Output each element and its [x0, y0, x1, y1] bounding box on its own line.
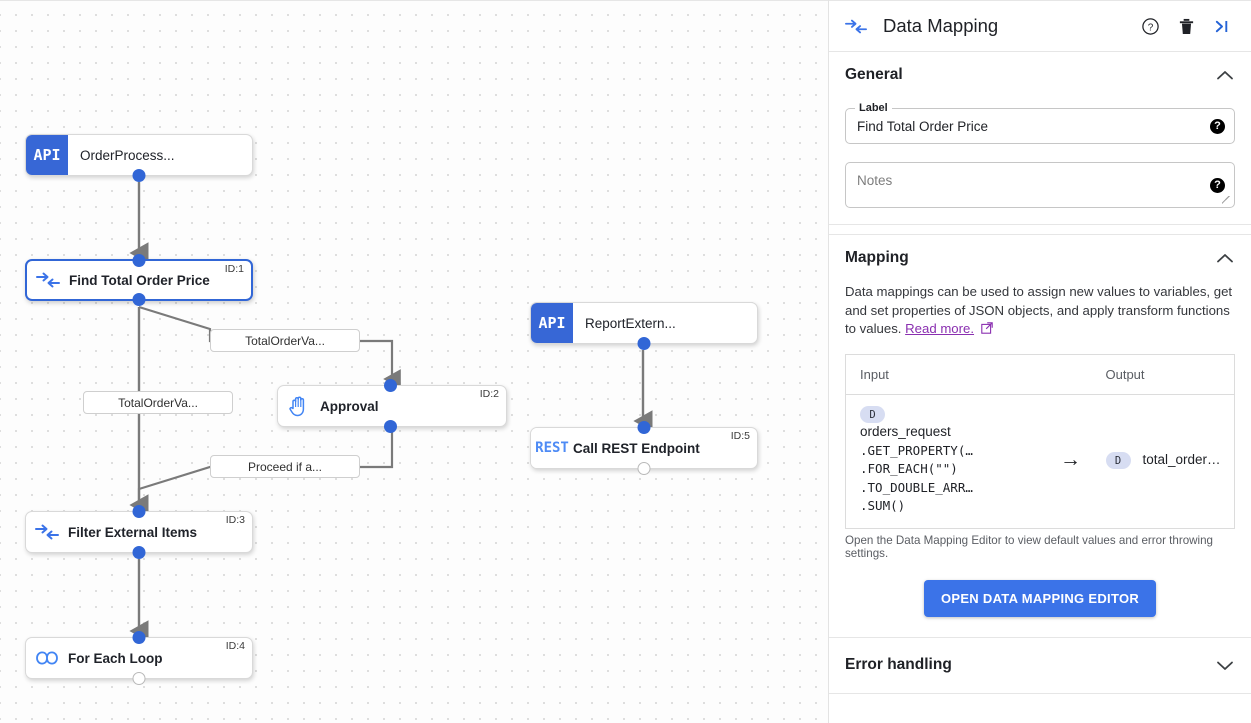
general-section-title: General: [845, 66, 903, 83]
node-reportextern[interactable]: API ReportExtern...: [530, 302, 758, 350]
chevron-up-icon[interactable]: [1215, 252, 1235, 265]
properties-panel: Data Mapping ?: [828, 0, 1251, 723]
output-type-badge: D: [1105, 452, 1131, 470]
column-header-output: Output: [1091, 354, 1235, 395]
data-mapping-icon: [27, 272, 69, 288]
notes-placeholder: Notes: [857, 173, 893, 188]
node-id: ID:4: [225, 640, 245, 652]
mapping-hint: Open the Data Mapping Editor to view def…: [845, 533, 1213, 560]
resize-handle[interactable]: [1222, 196, 1231, 205]
node-id: ID:5: [730, 430, 750, 442]
section-divider: [829, 692, 1251, 694]
node-output-port[interactable]: [132, 672, 146, 685]
input-expression: orders_request .GET_PROPERTY(… .FOR_EACH…: [860, 423, 1036, 516]
node-output-port[interactable]: [132, 169, 146, 182]
node-id: ID:3: [225, 514, 245, 526]
output-variable-name: total_order…: [1142, 451, 1221, 467]
mapping-input-cell[interactable]: D orders_request .GET_PROPERTY(… .FOR_EA…: [846, 394, 1036, 528]
data-mapping-icon: [845, 19, 871, 34]
mapping-table-header-row: Input Output: [845, 354, 1235, 395]
node-title: Find Total Order Price: [69, 272, 210, 288]
external-link-icon[interactable]: [980, 321, 993, 340]
label-field[interactable]: Label Find Total Order Price ?: [845, 102, 1235, 144]
node-input-port[interactable]: [384, 379, 397, 392]
hand-icon: [278, 395, 320, 417]
input-expression-line: .GET_PROPERTY(…: [860, 442, 973, 458]
node-id: ID:2: [479, 388, 499, 400]
loop-icon: [26, 651, 68, 665]
node-input-port[interactable]: [637, 421, 651, 434]
panel-title: Data Mapping: [883, 15, 999, 36]
node-output-port[interactable]: [132, 546, 146, 559]
section-divider: [829, 636, 1251, 638]
chevron-up-icon[interactable]: [1215, 69, 1235, 82]
help-circle-icon[interactable]: ?: [1135, 11, 1165, 41]
node-input-port[interactable]: [132, 254, 146, 267]
label-field-caption: Label: [855, 102, 892, 114]
workflow-canvas[interactable]: API OrderProcess... Find Total Order Pri…: [0, 0, 828, 723]
read-more-link[interactable]: Read more.: [905, 321, 975, 336]
notes-help-icon[interactable]: ?: [1210, 178, 1225, 193]
node-output-port[interactable]: [132, 293, 146, 306]
edge-label[interactable]: TotalOrderVa...: [83, 391, 233, 414]
input-type-badge: D: [860, 406, 885, 423]
mapping-table: Input Output D orders_request .GET_PROPE…: [845, 353, 1235, 529]
input-expression-line: .FOR_EACH(""): [860, 461, 958, 476]
trash-icon[interactable]: [1171, 11, 1201, 41]
svg-text:?: ?: [1147, 22, 1153, 33]
node-output-port[interactable]: [637, 337, 651, 350]
data-mapping-icon: [26, 524, 68, 540]
section-gap: [829, 225, 1251, 234]
node-orderprocess[interactable]: API OrderProcess...: [25, 134, 253, 182]
chevron-down-icon[interactable]: [1215, 659, 1235, 672]
section-divider: [829, 224, 1251, 225]
node-for-each-loop[interactable]: For Each Loop ID:4: [25, 631, 253, 685]
node-title: ReportExtern...: [585, 315, 676, 331]
mapping-arrow-icon: →: [1060, 448, 1081, 471]
error-handling-section-title: Error handling: [845, 656, 952, 673]
node-output-port[interactable]: [637, 462, 651, 475]
rest-badge: REST: [531, 428, 573, 468]
api-badge: API: [26, 135, 68, 175]
column-header-input: Input: [845, 354, 1092, 395]
node-title: Call REST Endpoint: [573, 440, 700, 456]
edge-label[interactable]: Proceed if a...: [210, 455, 360, 478]
mapping-table-row[interactable]: D orders_request .GET_PROPERTY(… .FOR_EA…: [846, 394, 1235, 528]
node-output-port[interactable]: [384, 420, 397, 433]
node-input-port[interactable]: [132, 631, 146, 644]
mapping-section-title: Mapping: [845, 249, 909, 266]
edge-label[interactable]: TotalOrderVa...: [210, 329, 360, 352]
collapse-panel-icon[interactable]: [1207, 11, 1237, 41]
general-section-header[interactable]: General: [845, 52, 1235, 98]
notes-field[interactable]: Notes ?: [845, 162, 1235, 208]
error-handling-section-header[interactable]: Error handling: [845, 638, 1235, 693]
open-data-mapping-editor-button[interactable]: OPEN DATA MAPPING EDITOR: [923, 579, 1157, 617]
panel-header: Data Mapping ?: [829, 0, 1251, 52]
node-filter-external-items[interactable]: Filter External Items ID:3: [25, 505, 253, 559]
edge-layer: [129, 182, 653, 642]
mapping-description-text: Data mappings can be used to assign new …: [845, 284, 1233, 336]
input-expression-line: .TO_DOUBLE_ARR…: [860, 479, 973, 495]
node-find-total-order-price[interactable]: Find Total Order Price ID:1: [25, 254, 253, 306]
api-badge: API: [531, 303, 573, 343]
mapping-section: Mapping Data mappings can be used to ass…: [829, 235, 1251, 637]
label-help-icon[interactable]: ?: [1210, 118, 1225, 134]
mapping-section-header[interactable]: Mapping: [845, 235, 1235, 281]
node-title: Approval: [320, 398, 379, 414]
error-handling-section: Error handling: [829, 638, 1251, 693]
general-section: General Label Find Total Order Price ? N…: [829, 52, 1251, 224]
input-expression-line: .SUM(): [860, 498, 906, 513]
node-title: OrderProcess...: [80, 147, 175, 163]
node-title: Filter External Items: [68, 524, 198, 540]
input-variable-name: orders_request: [860, 424, 951, 439]
node-approval[interactable]: Approval ID:2: [277, 379, 507, 433]
node-id: ID:1: [224, 263, 244, 275]
mapping-description: Data mappings can be used to assign new …: [845, 281, 1235, 340]
node-call-rest-endpoint[interactable]: REST Call REST Endpoint ID:5: [530, 421, 758, 475]
label-field-value: Find Total Order Price: [857, 118, 989, 134]
node-title: For Each Loop: [68, 650, 163, 666]
section-divider: [829, 234, 1251, 235]
node-input-port[interactable]: [132, 505, 146, 518]
